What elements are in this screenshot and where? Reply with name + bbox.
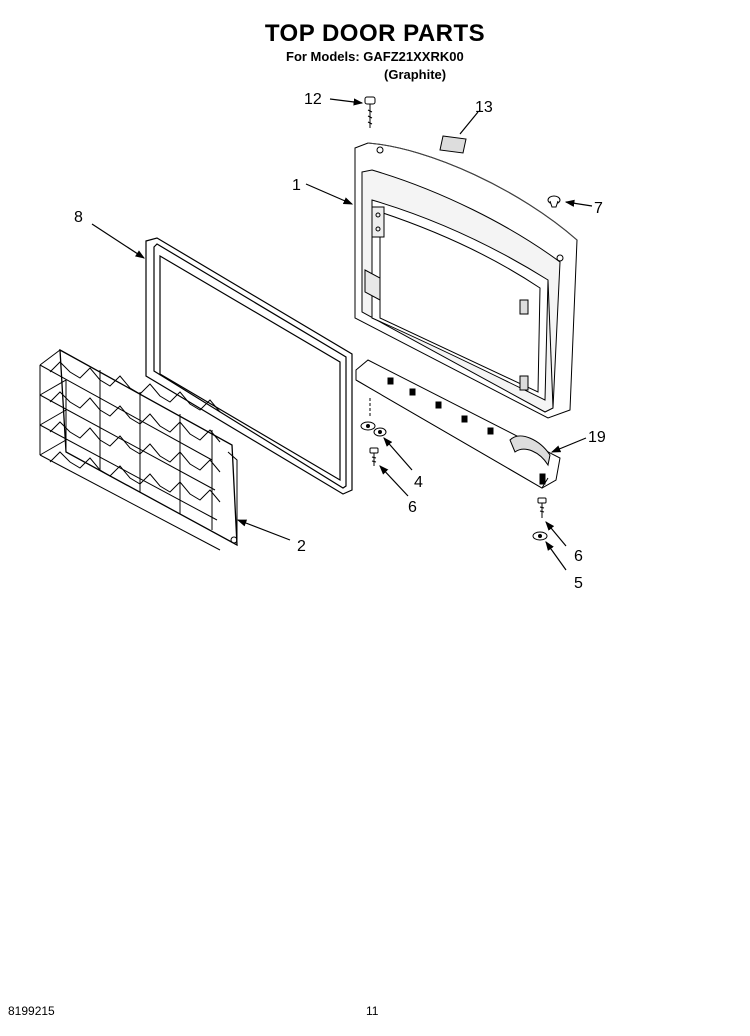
leader-12 xyxy=(329,98,364,106)
callout-12: 12 xyxy=(304,91,322,108)
leader-8 xyxy=(91,223,146,259)
part-6-screw-left xyxy=(369,447,379,466)
leader-13 xyxy=(459,111,479,135)
callout-7: 7 xyxy=(594,200,603,217)
callout-13: 13 xyxy=(475,99,493,116)
callout-5: 5 xyxy=(574,575,583,592)
part-1-door xyxy=(354,142,578,419)
page-title: TOP DOOR PARTS xyxy=(264,20,486,47)
callout-4: 4 xyxy=(414,474,423,491)
leader-1 xyxy=(305,183,354,205)
part-7-plug xyxy=(547,195,561,208)
part-8-gasket xyxy=(145,237,353,495)
callout-2: 2 xyxy=(297,538,306,555)
part-5-washer xyxy=(532,531,548,541)
part-4-washer xyxy=(360,398,387,437)
part-19-handle xyxy=(355,359,561,489)
color-variant: (Graphite) xyxy=(384,67,447,82)
leader-2 xyxy=(236,519,291,541)
leader-4 xyxy=(383,437,413,471)
document-number: 8199215 xyxy=(8,1004,55,1018)
callout-6a: 6 xyxy=(408,499,417,516)
callout-6b: 6 xyxy=(574,548,583,565)
leader-19 xyxy=(550,437,587,453)
part-13-label xyxy=(439,135,467,154)
leader-7 xyxy=(564,199,593,207)
page-number: 11 xyxy=(366,1004,379,1018)
leader-5 xyxy=(545,541,567,571)
part-6-screw-right xyxy=(537,497,547,518)
callout-19: 19 xyxy=(588,429,606,446)
part-2-basket xyxy=(39,348,238,551)
models-line: For Models: GAFZ21XXRK00 xyxy=(286,49,464,64)
callout-1: 1 xyxy=(292,177,301,194)
leader-6a xyxy=(379,465,409,497)
leader-6b xyxy=(545,521,567,547)
part-12-screw xyxy=(364,96,376,128)
callout-8: 8 xyxy=(74,209,83,226)
